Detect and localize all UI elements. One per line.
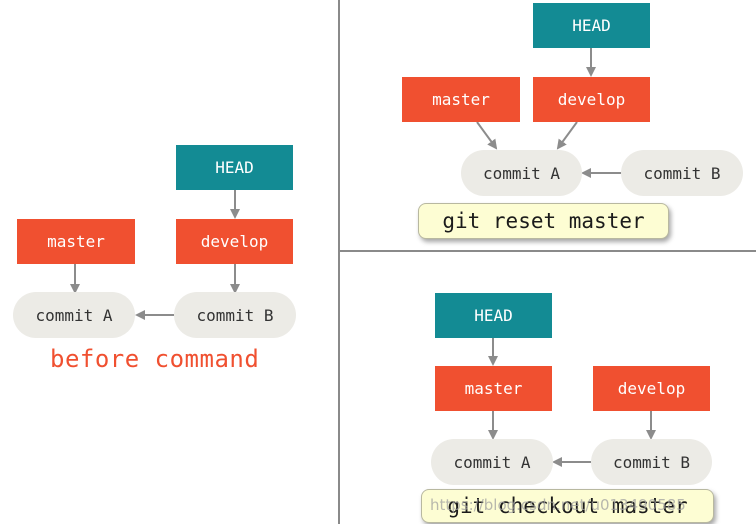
checkout-head-box: HEAD [435,293,552,338]
before-develop-box: develop [176,219,293,264]
arrow-reset-develop-to-commit-a [556,121,578,150]
horizontal-divider [340,250,756,252]
before-master-box: master [17,219,135,264]
checkout-commit-a: commit A [431,439,553,485]
watermark-text: https://blog.csdn.net/u013490585 [430,496,686,514]
before-commit-b: commit B [174,292,296,338]
reset-master-box: master [402,77,520,122]
checkout-command-label: git checkout master [421,489,714,523]
checkout-master-box: master [435,366,552,411]
arrow-reset-master-to-commit-a [476,121,498,150]
reset-commit-b: commit B [621,150,743,196]
vertical-divider [338,0,340,524]
reset-command-label: git reset master [418,203,669,239]
before-commit-a: commit A [13,292,135,338]
reset-develop-box: develop [533,77,650,122]
before-caption: before command [50,345,260,373]
before-head-box: HEAD [176,145,293,190]
checkout-commit-b: commit B [591,439,712,485]
reset-commit-a: commit A [461,150,582,196]
checkout-develop-box: develop [593,366,710,411]
reset-head-box: HEAD [533,3,650,48]
